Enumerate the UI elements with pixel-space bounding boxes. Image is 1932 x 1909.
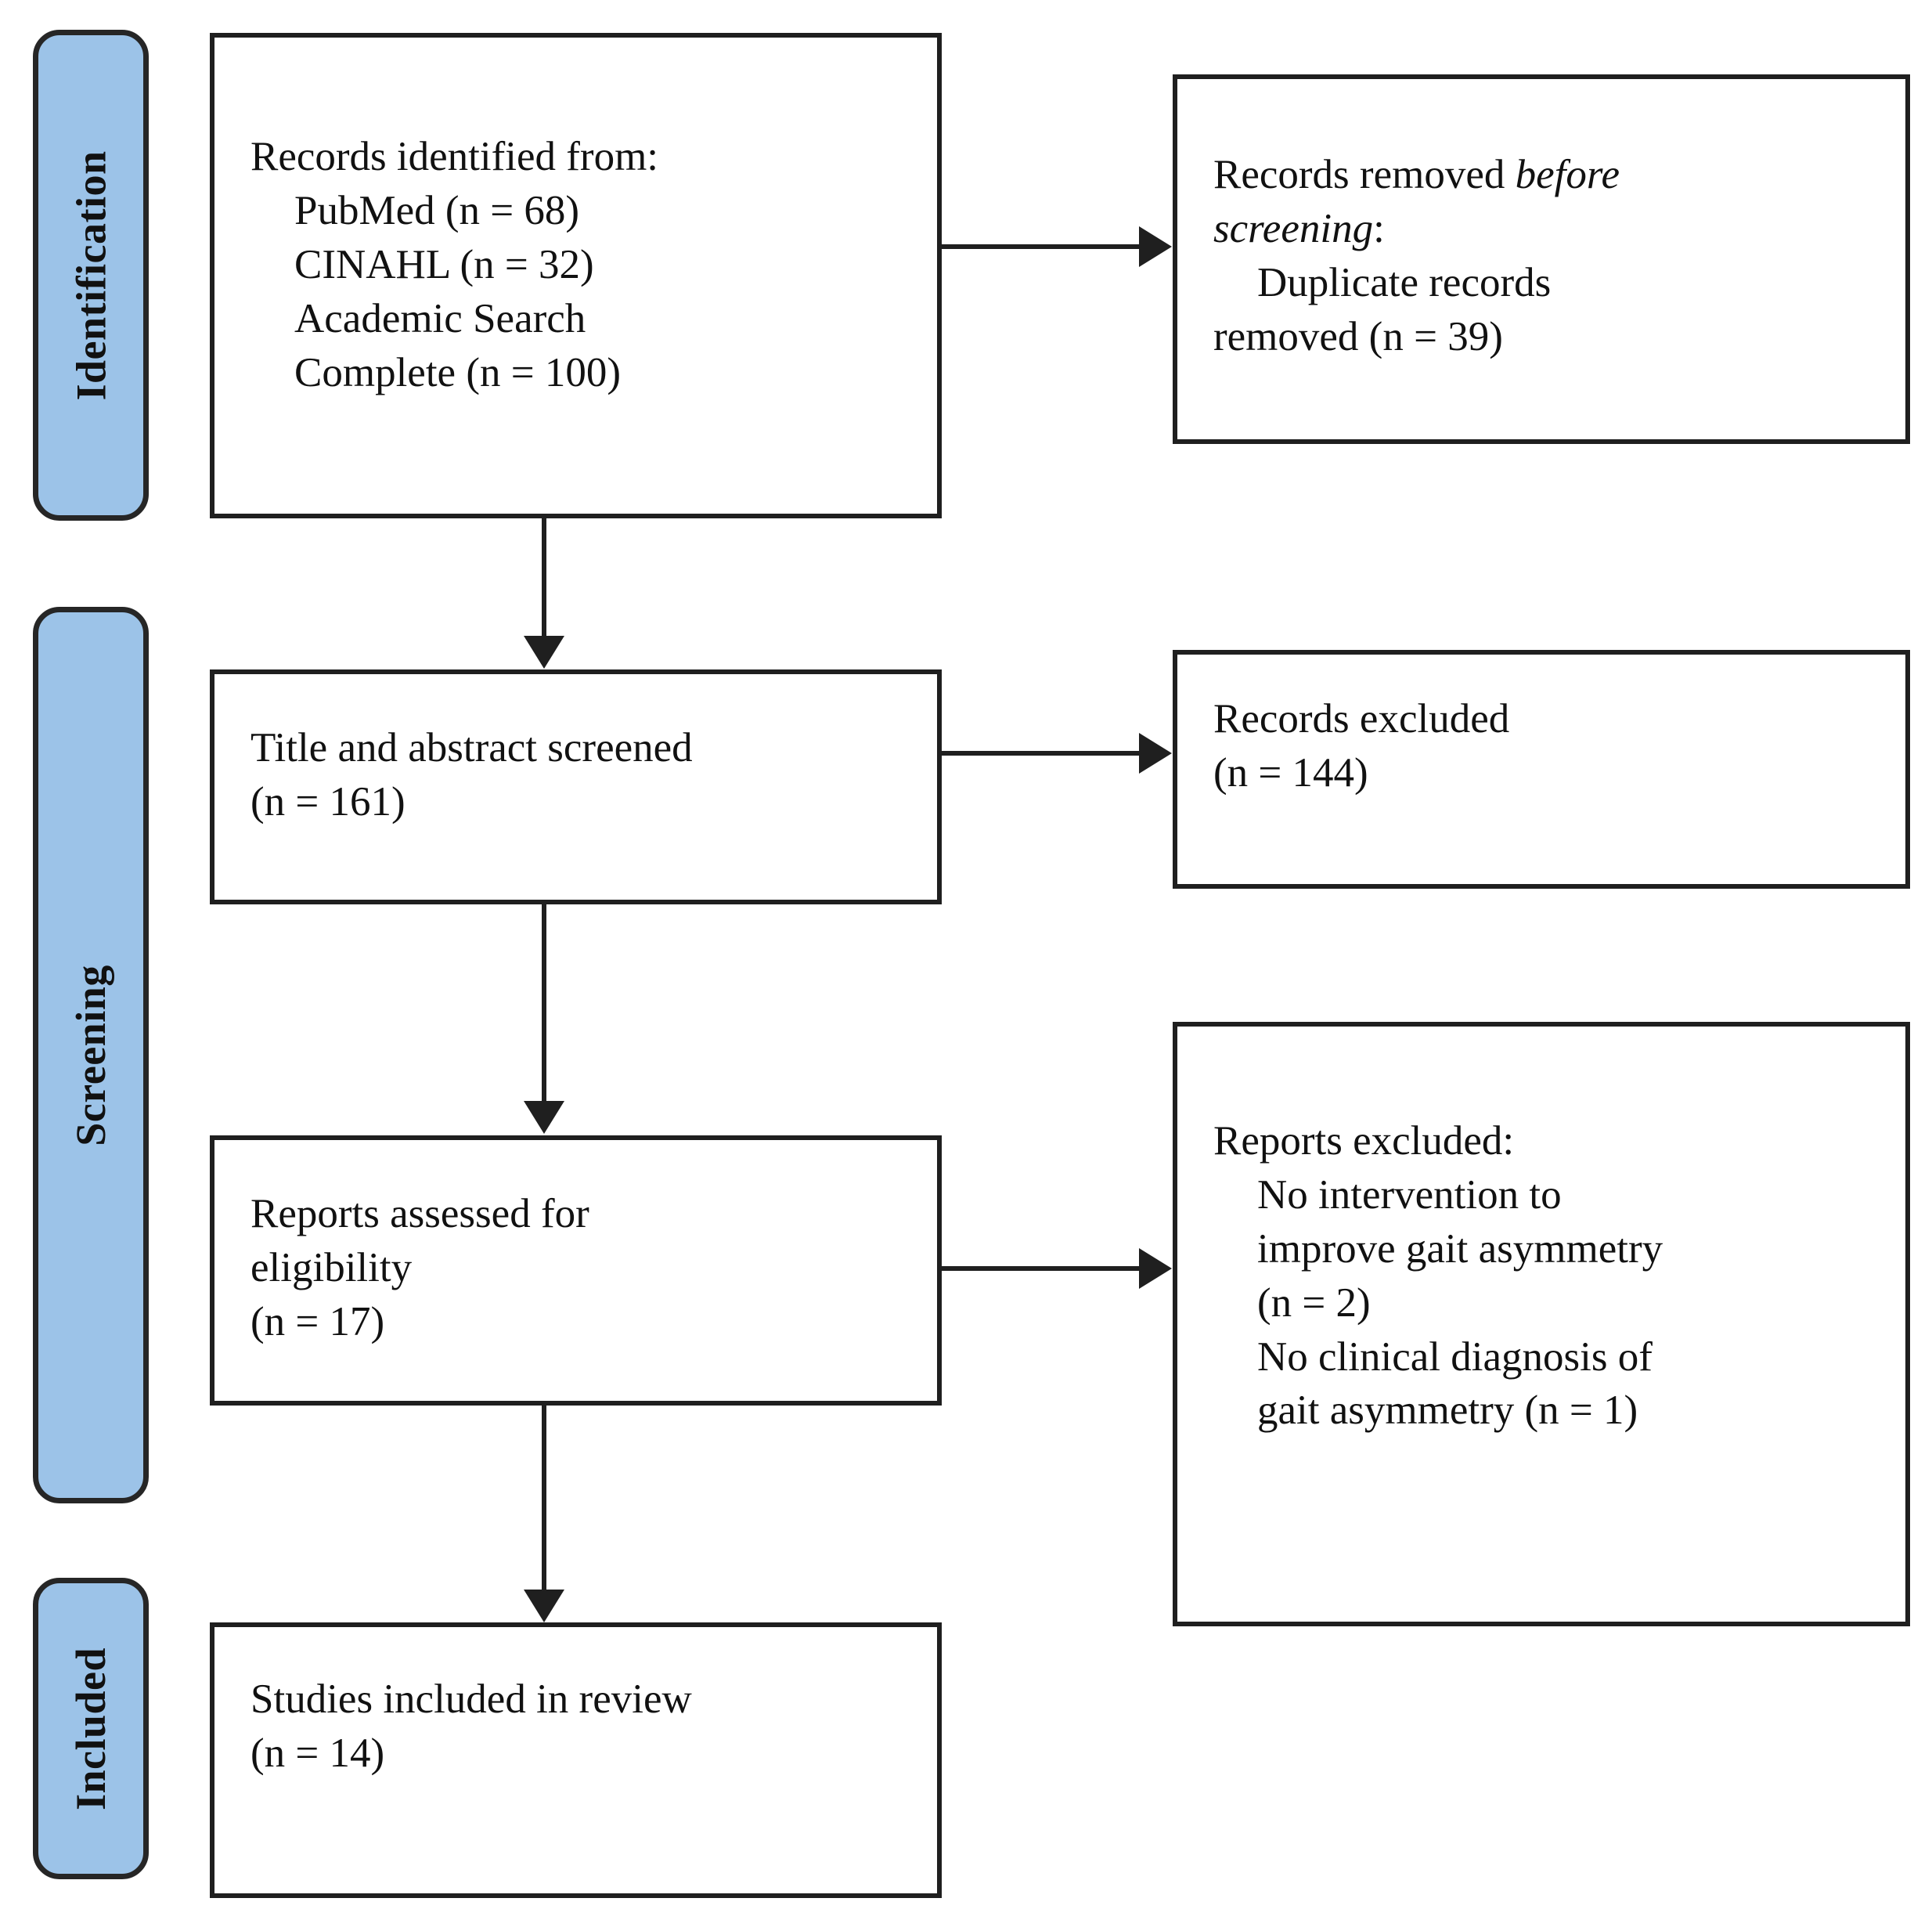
records-removed-title-line2: screening:: [1213, 202, 1888, 256]
connector-identified-to-removed: [942, 244, 1139, 249]
reports-excluded-line-4: gait asymmetry (n = 1): [1257, 1388, 1638, 1434]
reports-excluded-line-2: (n = 2): [1257, 1279, 1371, 1326]
records-identified-title: Records identified from:: [251, 134, 659, 179]
stage-label-included: Included: [67, 1647, 114, 1810]
records-identified-line-3: Complete (n = 100): [294, 349, 622, 395]
reports-excluded-line-0: No intervention to: [1257, 1171, 1562, 1218]
arrowhead-screened-to-assessed: [524, 1101, 564, 1134]
arrowhead-assessed-to-included: [524, 1590, 564, 1622]
box-studies-included: Studies included in review (n = 14): [210, 1622, 942, 1898]
records-removed-line-1: removed (n = 39): [1213, 313, 1503, 359]
box-records-excluded-text: Records excluded (n = 144): [1213, 692, 1888, 800]
records-excluded-line-1: (n = 144): [1213, 749, 1368, 796]
box-reports-excluded: Reports excluded: No intervention to imp…: [1173, 1022, 1910, 1626]
reports-excluded-line-3: No clinical diagnosis of: [1257, 1333, 1653, 1380]
box-reports-assessed: Reports assessed for eligibility (n = 17…: [210, 1135, 942, 1406]
box-reports-excluded-text: Reports excluded: No intervention to imp…: [1213, 1114, 1888, 1438]
stage-label-screening: Screening: [67, 964, 114, 1146]
records-identified-line-2: Academic Search: [294, 295, 586, 341]
title-abstract-line-0: Title and abstract screened: [251, 725, 693, 770]
box-title-abstract-screened-text: Title and abstract screened (n = 161): [251, 721, 920, 829]
arrowhead-assessed-to-reports-excluded: [1139, 1248, 1172, 1289]
box-records-removed-text: Records removed before screening: Duplic…: [1213, 148, 1888, 364]
connector-assessed-to-included: [542, 1406, 546, 1593]
box-records-excluded: Records excluded (n = 144): [1173, 650, 1910, 889]
records-removed-line-0: Duplicate records: [1257, 259, 1552, 305]
reports-assessed-line-2: (n = 17): [251, 1298, 385, 1344]
stage-pill-included: Included: [33, 1578, 149, 1879]
connector-identified-to-screened: [542, 518, 546, 640]
reports-assessed-line-0: Reports assessed for: [251, 1191, 589, 1236]
title-abstract-line-1: (n = 161): [251, 778, 406, 825]
studies-included-line-0: Studies included in review: [251, 1676, 692, 1722]
records-removed-title-italic2: screening: [1213, 205, 1374, 251]
box-records-identified-text: Records identified from: PubMed (n = 68)…: [251, 130, 920, 399]
studies-included-line-1: (n = 14): [251, 1730, 385, 1776]
records-removed-title-prefix: Records removed: [1213, 152, 1516, 197]
box-title-abstract-screened: Title and abstract screened (n = 161): [210, 669, 942, 904]
stage-pill-screening: Screening: [33, 607, 149, 1503]
connector-screened-to-assessed: [542, 904, 546, 1104]
stage-label-identification: Identification: [67, 150, 115, 401]
arrowhead-identified-to-removed: [1139, 226, 1172, 267]
records-identified-line-1: CINAHL (n = 32): [294, 241, 594, 287]
box-records-removed: Records removed before screening: Duplic…: [1173, 74, 1910, 444]
connector-screened-to-excluded: [942, 751, 1139, 756]
records-removed-title-italic: before: [1515, 152, 1620, 197]
box-reports-assessed-text: Reports assessed for eligibility (n = 17…: [251, 1187, 920, 1349]
records-excluded-line-0: Records excluded: [1213, 696, 1510, 742]
records-removed-title: Records removed before: [1213, 148, 1888, 202]
stage-pill-identification: Identification: [33, 30, 149, 521]
connector-assessed-to-reports-excluded: [942, 1266, 1139, 1271]
box-records-identified: Records identified from: PubMed (n = 68)…: [210, 33, 942, 518]
arrowhead-screened-to-excluded: [1139, 733, 1172, 774]
records-identified-line-0: PubMed (n = 68): [294, 187, 580, 233]
reports-excluded-title: Reports excluded:: [1213, 1118, 1515, 1164]
reports-excluded-line-1: improve gait asymmetry: [1257, 1225, 1663, 1272]
reports-assessed-line-1: eligibility: [251, 1244, 413, 1290]
box-studies-included-text: Studies included in review (n = 14): [251, 1673, 920, 1781]
records-removed-title-suffix: :: [1373, 205, 1385, 251]
arrowhead-identified-to-screened: [524, 636, 564, 669]
